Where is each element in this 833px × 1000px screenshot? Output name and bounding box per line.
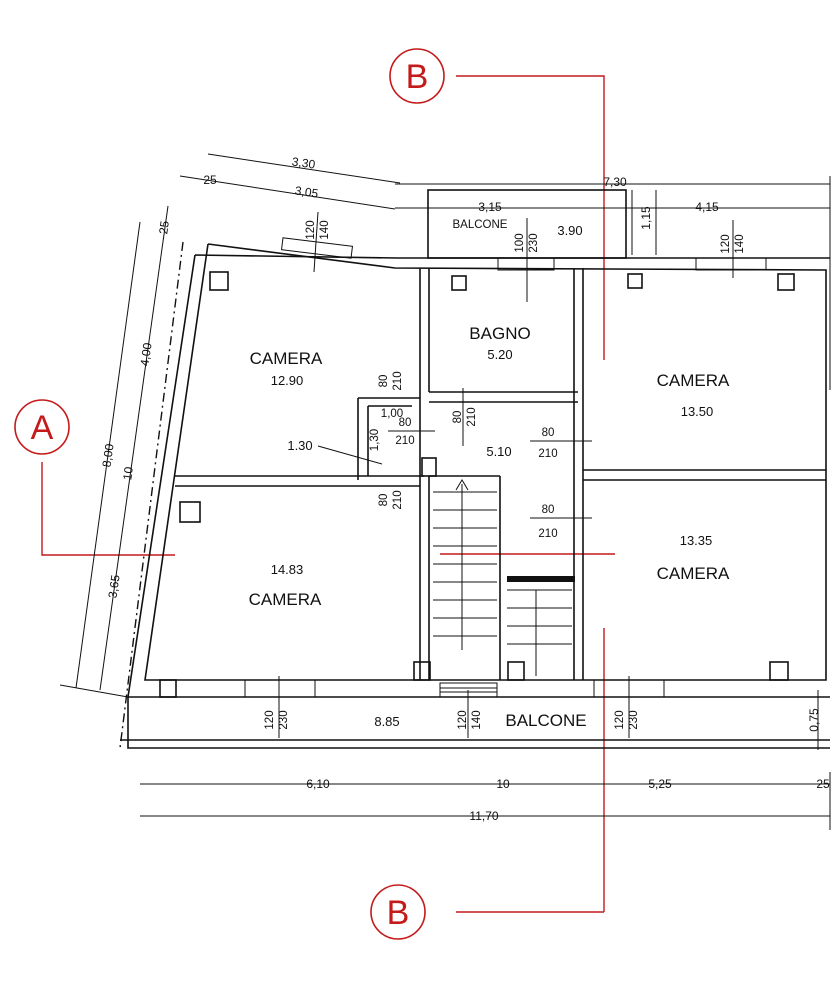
dimension-label: 11,70	[469, 809, 498, 823]
opening-width: 80	[452, 411, 464, 424]
door-label-se: 80 210	[530, 504, 592, 540]
opening-width: 80	[378, 494, 390, 507]
window-label-nw: 120 140	[305, 220, 331, 239]
room-area: 3.90	[557, 223, 582, 238]
room-area: 8.85	[374, 714, 399, 729]
staircase	[433, 479, 575, 676]
window-label-sw: 120 230	[264, 710, 290, 729]
opening-height: 210	[466, 407, 478, 426]
room-name: CAMERA	[657, 371, 730, 390]
opening-height: 210	[538, 528, 557, 540]
opening-width: 80	[378, 375, 390, 388]
opening-width: 100	[514, 233, 526, 252]
dimension-lines	[59, 153, 831, 830]
opening-width: 120	[305, 220, 317, 239]
windows	[244, 237, 767, 698]
room-area: 14.83	[271, 562, 304, 577]
room-area: 12.90	[271, 373, 304, 388]
room-area: 13.50	[681, 404, 714, 419]
dimension-label: 6,10	[306, 777, 330, 791]
dimension-label: 5,25	[648, 777, 672, 791]
opening-height: 210	[392, 490, 404, 509]
opening-width: 80	[399, 417, 412, 429]
opening-width: 120	[264, 710, 276, 729]
pillars	[159, 271, 795, 698]
window-label-se: 120 230	[614, 710, 640, 729]
dimension-label: 8,00	[99, 443, 116, 468]
opening-width: 120	[720, 234, 732, 253]
dimension-label: 1,00	[381, 408, 403, 420]
room-name: CAMERA	[657, 564, 730, 583]
room-labels: CAMERA 12.90 14.83 CAMERA BAGNO 5.20 5.1…	[249, 219, 730, 730]
opening-height: 210	[395, 435, 414, 447]
opening-height: 140	[319, 220, 331, 239]
section-marker-label: A	[31, 409, 54, 447]
opening-height: 210	[392, 371, 404, 390]
section-marker-a: A	[14, 399, 70, 455]
dimension-label: 3,15	[478, 200, 502, 214]
opening-height: 140	[471, 710, 483, 729]
dimension-label: 3,30	[291, 154, 316, 171]
section-marker-b-top: B	[389, 48, 445, 104]
window-label-stair: 120 140	[457, 710, 483, 729]
room-name: BAGNO	[469, 324, 530, 343]
opening-height: 230	[278, 710, 290, 729]
section-lines	[41, 75, 615, 913]
dimension-label: 3,65	[105, 574, 122, 599]
opening-height: 140	[734, 234, 746, 253]
room-area: 13.35	[680, 533, 713, 548]
door-label-nw: 80 210	[378, 371, 404, 390]
section-marker-label: B	[387, 894, 410, 932]
opening-labels: 120 140 100 230 120 140 80 210 80 210 80…	[264, 211, 746, 738]
door-label-sw: 80 210	[378, 490, 404, 509]
exterior-walls	[119, 189, 830, 749]
dimension-label: 10	[120, 466, 136, 481]
room-name: CAMERA	[250, 349, 323, 368]
dimension-label: 1,15	[639, 206, 653, 230]
section-marker-label: B	[406, 58, 429, 96]
dimension-labels: 3,30 25 3,05 7,30 3,15 4,15 1,15 25 4,00…	[99, 154, 830, 823]
opening-width: 80	[542, 504, 555, 516]
dimension-label: 4,15	[695, 200, 719, 214]
dimension-label: 3,05	[294, 183, 319, 200]
dimension-label: 0,75	[807, 708, 821, 732]
window-label-ne: 120 140	[720, 234, 746, 253]
dimension-label: 7,30	[603, 175, 627, 189]
dimension-label: 4,00	[137, 342, 154, 367]
door-label-ne: 80 210	[530, 427, 592, 460]
interior-walls	[175, 268, 826, 680]
room-name: CAMERA	[249, 590, 322, 609]
opening-height: 230	[528, 233, 540, 252]
opening-width: 120	[457, 710, 469, 729]
room-area: 5.10	[486, 444, 511, 459]
opening-height: 210	[538, 448, 557, 460]
room-area: 5.20	[487, 347, 512, 362]
room-name: BALCONE	[453, 219, 508, 231]
dimension-label: 1,30	[369, 429, 381, 451]
dimension-label: 25	[203, 173, 217, 187]
window-label-bath: 100 230	[514, 233, 540, 252]
dimension-label: 10	[496, 777, 510, 791]
room-area: 1.30	[287, 438, 312, 453]
section-marker-b-bottom: B	[370, 884, 426, 940]
door-label-closet: 80 210	[388, 417, 435, 447]
opening-height: 230	[628, 710, 640, 729]
room-name: BALCONE	[505, 711, 586, 730]
opening-width: 80	[542, 427, 555, 439]
dimension-label: 25	[816, 777, 830, 791]
dimension-label: 25	[156, 220, 172, 235]
door-label-bath: 80 210	[452, 407, 478, 426]
opening-width: 120	[614, 710, 626, 729]
